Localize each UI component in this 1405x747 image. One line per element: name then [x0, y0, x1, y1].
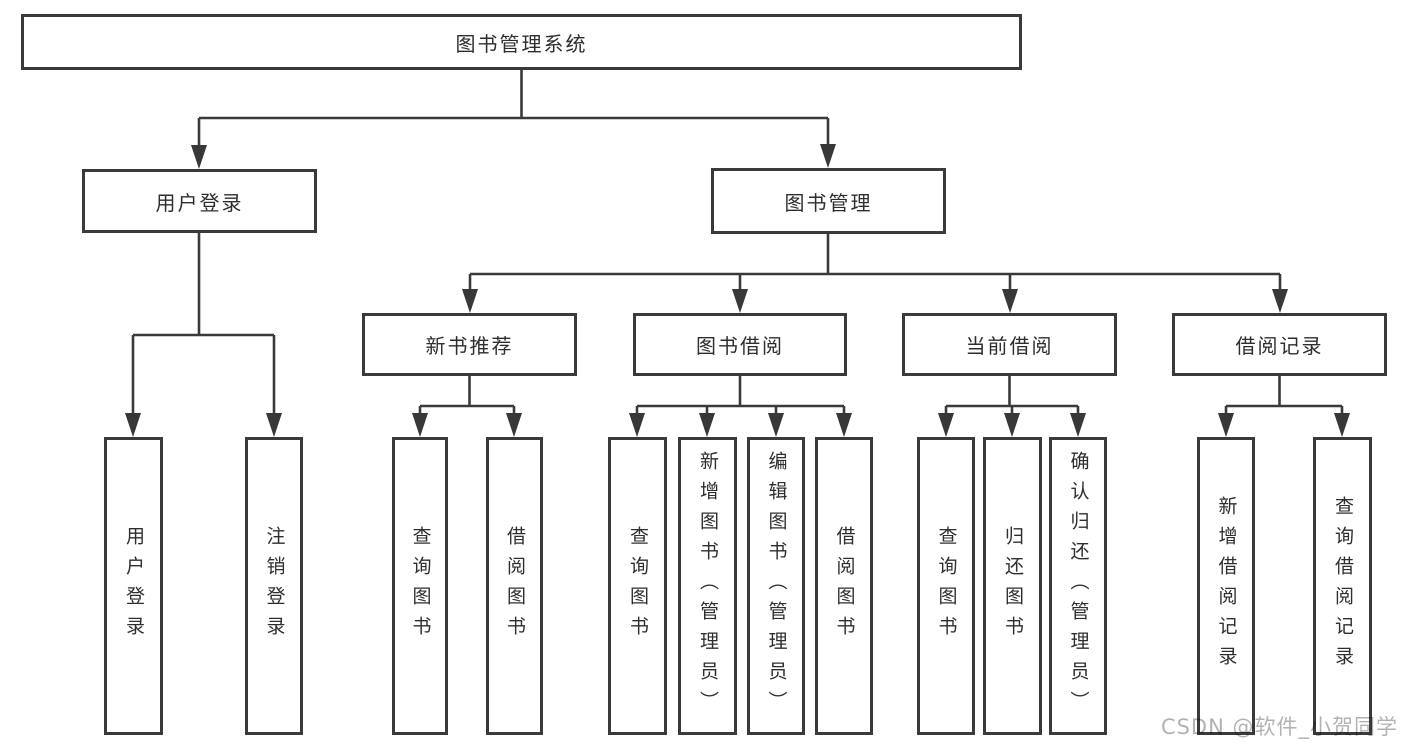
arrowhead-leaf4	[629, 413, 645, 437]
node-library-management-system: 图书管理系统	[21, 14, 1022, 70]
arrowhead-book-mgmt	[820, 144, 836, 168]
leaf-edit-books-admin: 编辑图书（管理员）	[747, 437, 805, 735]
arrowhead-leaf6	[768, 413, 784, 437]
node-label: 图书借阅	[696, 334, 784, 358]
node-book-borrow: 图书借阅	[633, 313, 847, 376]
arrowhead-l3-0	[462, 289, 478, 313]
arrowhead-leaf0	[125, 413, 141, 437]
leaf-label: 查询借阅记录	[1332, 496, 1354, 676]
leaf-label: 查询图书	[409, 526, 432, 646]
leaf-query-books-borrow: 查询图书	[608, 437, 667, 735]
leaf-borrow-books-recommend: 借阅图书	[486, 437, 543, 735]
leaf-label: 用户登录	[123, 526, 145, 646]
arrowhead-l3-1	[732, 289, 748, 313]
arrowhead-leaf7	[836, 413, 852, 437]
leaf-query-books-current: 查询图书	[917, 437, 975, 735]
arrowhead-leaf12	[1334, 413, 1350, 437]
arrowhead-leaf8	[938, 413, 954, 437]
leaf-label: 查询图书	[627, 526, 649, 646]
arrowhead-l3-2	[1002, 289, 1018, 313]
arrowhead-leaf5	[699, 413, 715, 437]
leaf-user-login: 用户登录	[104, 437, 163, 735]
leaf-label: 编辑图书（管理员）	[765, 451, 788, 721]
leaf-label: 确认归还（管理员）	[1067, 451, 1090, 721]
arrowhead-leaf10	[1070, 413, 1086, 437]
leaf-label: 借阅图书	[504, 526, 526, 646]
leaf-query-borrow-record: 查询借阅记录	[1313, 437, 1372, 735]
leaf-label: 注销登录	[263, 526, 286, 646]
leaf-add-books-admin: 新增图书（管理员）	[678, 437, 737, 735]
leaf-return-books: 归还图书	[983, 437, 1042, 735]
leaf-label: 归还图书	[1002, 526, 1024, 646]
leaf-borrow-books-borrow: 借阅图书	[815, 437, 873, 735]
leaf-confirm-return-admin: 确认归还（管理员）	[1049, 437, 1107, 735]
node-label: 图书管理	[784, 190, 873, 215]
leaf-query-books-recommend: 查询图书	[392, 437, 448, 735]
leaf-label: 借阅图书	[833, 526, 856, 646]
arrowhead-leaf1	[266, 413, 282, 437]
arrowhead-l3-3	[1272, 289, 1288, 313]
node-label: 新书推荐	[425, 334, 514, 358]
arrowhead-leaf2	[412, 413, 428, 437]
node-label: 图书管理系统	[455, 31, 588, 56]
node-user-login: 用户登录	[82, 169, 317, 233]
node-current-borrow: 当前借阅	[902, 313, 1117, 376]
arrowhead-leaf3	[506, 413, 522, 437]
node-borrow-records: 借阅记录	[1172, 313, 1387, 376]
node-label: 用户登录	[155, 190, 244, 215]
csdn-watermark: CSDN @软件_小贺同学	[1160, 715, 1398, 739]
node-label: 当前借阅	[965, 334, 1054, 358]
arrowhead-leaf9	[1004, 413, 1020, 437]
node-book-management: 图书管理	[711, 168, 946, 234]
leaf-label: 新增借阅记录	[1215, 496, 1238, 676]
node-label: 借阅记录	[1235, 334, 1324, 358]
leaf-add-borrow-record: 新增借阅记录	[1197, 437, 1255, 735]
leaf-label: 查询图书	[935, 526, 958, 646]
node-new-book-recommend: 新书推荐	[362, 313, 577, 376]
leaf-label: 新增图书（管理员）	[697, 451, 719, 721]
arrowhead-user-login	[191, 145, 207, 169]
arrowhead-leaf11	[1218, 413, 1234, 437]
leaf-logout-login: 注销登录	[245, 437, 303, 735]
